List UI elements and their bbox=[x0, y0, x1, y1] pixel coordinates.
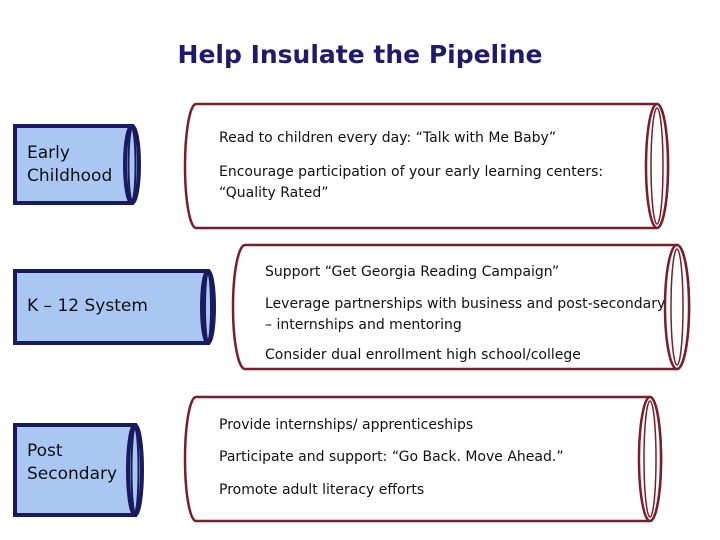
stage-label-post-secondary: Post Secondary bbox=[27, 440, 117, 486]
pipe-item: Encourage participation of your early le… bbox=[219, 164, 604, 201]
stage-label-early-childhood: Early Childhood bbox=[27, 142, 112, 188]
pipe-item: Leverage partnerships with business and … bbox=[265, 296, 666, 333]
pipe-item: Provide internships/ apprenticeships bbox=[219, 417, 474, 433]
stage-cylinder-post-secondary bbox=[13, 423, 144, 517]
stage-label-line: Childhood bbox=[27, 166, 113, 186]
stage-label-k12: K – 12 System bbox=[27, 295, 148, 318]
page-title: Help Insulate the Pipeline bbox=[177, 40, 543, 69]
stage-label-line: Early bbox=[27, 143, 70, 163]
pipe-post-secondary bbox=[183, 395, 663, 523]
stage-label-line: Post bbox=[27, 441, 63, 461]
pipe-item: Support “Get Georgia Reading Campaign” bbox=[265, 264, 560, 280]
pipe-item: Participate and support: “Go Back. Move … bbox=[219, 449, 564, 465]
pipe-early-childhood bbox=[183, 102, 670, 230]
pipe-item: Consider dual enrollment high school/col… bbox=[265, 347, 581, 363]
pipe-item: Read to children every day: “Talk with M… bbox=[219, 130, 557, 146]
stage-cylinder-k12 bbox=[13, 269, 216, 345]
stage-label-line: K – 12 System bbox=[27, 296, 148, 316]
stage-cylinder-early-childhood bbox=[13, 124, 141, 205]
stage-label-line: Secondary bbox=[27, 464, 118, 484]
pipe-k12 bbox=[231, 243, 691, 371]
pipe-item: Promote adult literacy efforts bbox=[219, 482, 425, 498]
